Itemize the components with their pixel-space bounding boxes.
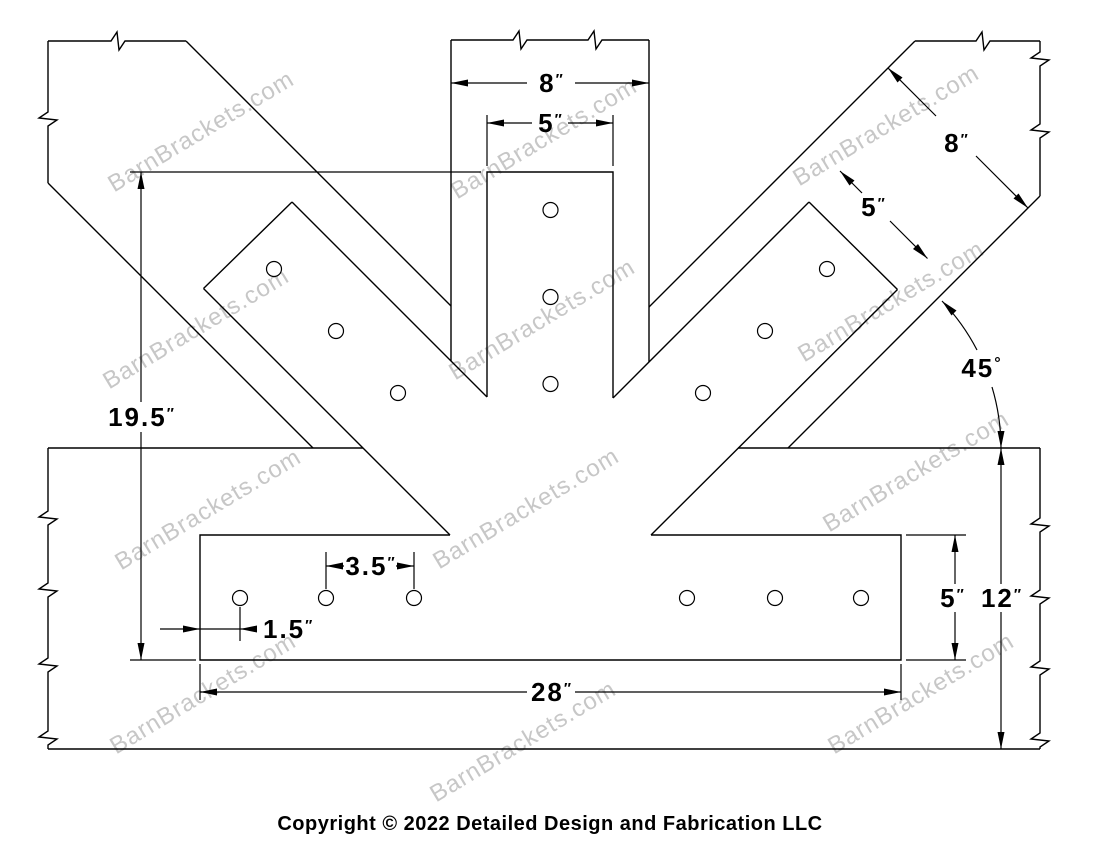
bottom-strap: [199, 534, 902, 661]
bolt-hole: [265, 260, 283, 278]
bolt-hole: [389, 384, 407, 402]
right-strut-outline: [648, 30, 1051, 449]
bolt-hole: [818, 260, 836, 278]
dimension-hole-edge-offset: 1.5″: [160, 607, 312, 644]
king-post-outline: [450, 29, 650, 362]
bolt-holes: [231, 201, 870, 607]
watermark-text: BarnBrackets.com: [428, 442, 624, 574]
watermark-text: BarnBrackets.com: [793, 235, 989, 367]
watermark-text: BarnBrackets.com: [110, 443, 306, 575]
watermark-text: BarnBrackets.com: [425, 675, 621, 807]
watermark-text: BarnBrackets.com: [103, 65, 299, 197]
dim-label: 45°: [961, 353, 1000, 383]
bottom-beam-outline: [37, 447, 1051, 750]
dimension-strut-angle: 45°: [941, 300, 1005, 449]
dim-label: 19.5″: [108, 402, 174, 432]
left-strut-outline: [37, 30, 452, 449]
bolt-hole: [231, 589, 249, 607]
dim-label: 28″: [531, 677, 571, 707]
bolt-hole: [694, 384, 712, 402]
bolt-hole: [756, 322, 774, 340]
dim-label: 1.5″: [263, 614, 312, 644]
bracket-plate-outline: [199, 171, 902, 661]
bolt-hole: [317, 589, 335, 607]
bolt-hole: [405, 589, 423, 607]
dim-label: 8″: [539, 68, 563, 98]
watermark-text: BarnBrackets.com: [105, 627, 301, 759]
dimension-plate-total-height: 19.5″: [108, 171, 481, 661]
dimension-strut-plate-width: 5″: [839, 170, 928, 259]
dimension-post-plate-width: 5″: [486, 108, 614, 166]
dimension-beam-depth: 12″: [981, 448, 1021, 749]
copyright-text: Copyright © 2022 Detailed Design and Fab…: [277, 813, 822, 835]
dimension-post-timber-width: 8″: [451, 68, 649, 98]
dim-label: 5″: [940, 583, 964, 613]
dimension-bottom-strap-length: 28″: [199, 664, 902, 707]
dim-label: 5″: [861, 192, 885, 222]
timber-outlines: [37, 29, 1051, 750]
bolt-hole: [542, 375, 559, 393]
center-strap: [486, 171, 614, 398]
dimension-strut-timber-width: 8″: [887, 67, 1029, 209]
right-arm: [612, 201, 898, 536]
watermark-text: BarnBrackets.com: [823, 627, 1019, 759]
bolt-hole: [542, 201, 559, 219]
dim-label: 3.5″: [345, 551, 394, 581]
dimension-hole-spacing: 3.5″: [325, 551, 415, 589]
watermark-text: BarnBrackets.com: [98, 262, 294, 394]
dim-label: 5″: [538, 108, 562, 138]
bolt-hole: [852, 589, 870, 607]
bolt-hole: [766, 589, 784, 607]
dim-label: 12″: [981, 583, 1021, 613]
bolt-hole: [327, 322, 345, 340]
bolt-hole: [678, 589, 696, 607]
dim-label: 8″: [944, 128, 968, 158]
watermark-text: BarnBrackets.com: [788, 59, 984, 191]
bolt-hole: [542, 288, 559, 306]
watermark-text: BarnBrackets.com: [818, 405, 1014, 537]
watermark-text: BarnBrackets.com: [444, 253, 640, 385]
left-arm: [203, 201, 488, 536]
dimension-bottom-strap-height: 5″: [906, 534, 966, 661]
